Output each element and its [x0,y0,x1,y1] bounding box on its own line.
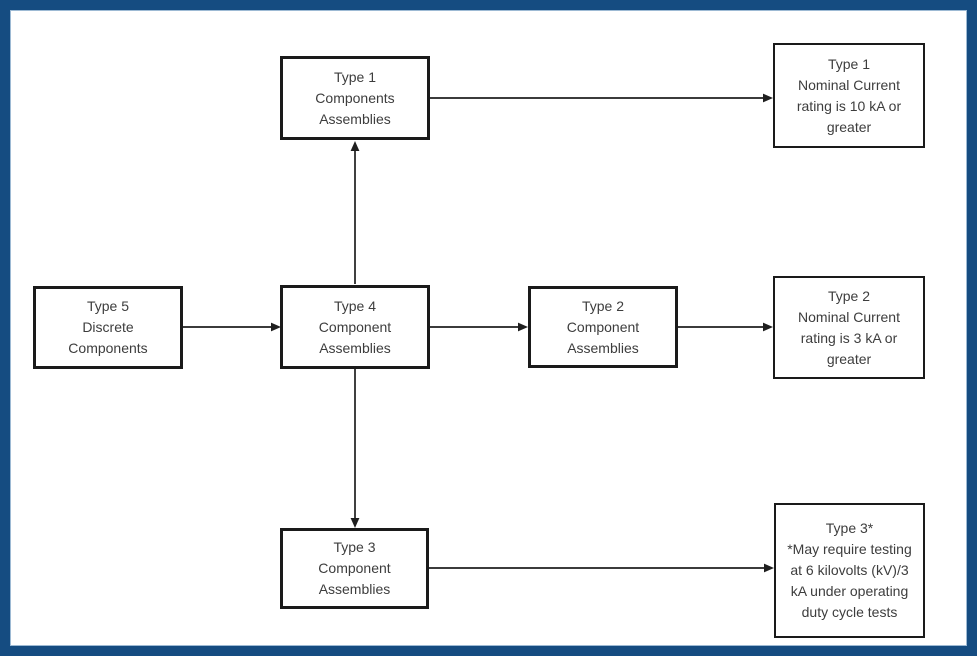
node-label: Type 3 Component Assemblies [318,539,391,597]
arrowhead-up-icon [350,141,360,151]
node-type-5-discrete-components: Type 5 Discrete Components [33,286,183,369]
arrowhead-down-icon [350,518,360,528]
node-label: Type 3* *May require testing at 6 kilovo… [787,520,912,620]
arrowhead-right-icon [271,322,281,332]
node-label: Type 2 Component Assemblies [566,297,640,356]
node-label: Type 5 Discrete Components [68,298,148,356]
node-type-3-testing-note: Type 3* *May require testing at 6 kilovo… [774,503,925,638]
arrowhead-right-icon [518,322,528,332]
node-type-4-component-assemblies: Type 4 Component Assemblies [280,285,430,369]
node-label: Type 1 Nominal Current rating is 10 kA o… [796,55,902,135]
arrowhead-right-icon [764,563,774,573]
node-type-3-component-assemblies: Type 3 Component Assemblies [280,528,429,609]
node-type-2-nominal-current: Type 2 Nominal Current rating is 3 kA or… [773,276,925,379]
node-label: Type 1 Components Assemblies [315,68,395,127]
node-label: Type 4 Component Assemblies [318,297,392,356]
arrowhead-right-icon [763,93,773,103]
node-label: Type 2 Nominal Current rating is 3 kA or… [798,287,900,367]
node-type-1-components-assemblies: Type 1 Components Assemblies [280,56,430,140]
node-type-2-component-assemblies: Type 2 Component Assemblies [528,286,678,368]
node-type-1-nominal-current: Type 1 Nominal Current rating is 10 kA o… [773,43,925,148]
arrowhead-right-icon [763,322,773,332]
